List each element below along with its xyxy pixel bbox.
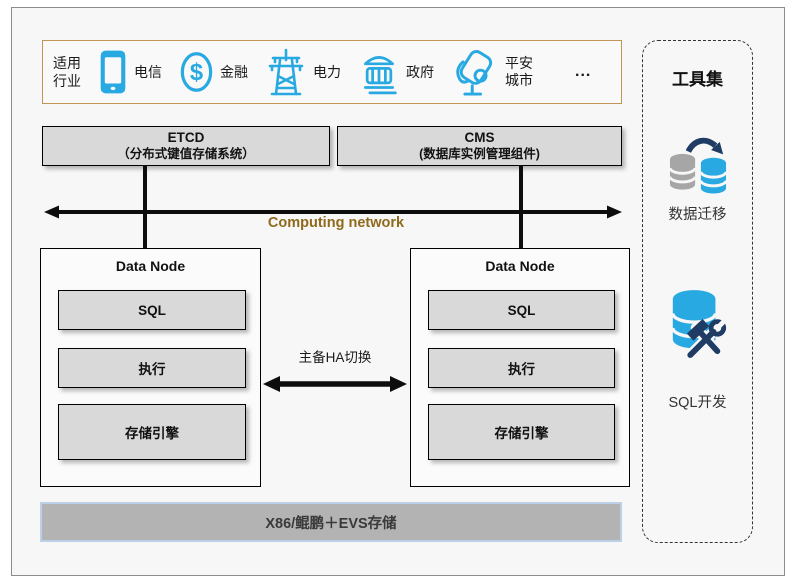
- infrastructure-bar: X86/鲲鹏＋EVS存储: [40, 502, 622, 542]
- cctv-camera-icon: [456, 50, 493, 96]
- hammer-wrench-icon: [684, 318, 727, 361]
- industry-more-ellipsis: ...: [575, 63, 592, 80]
- cms-connector-line: [519, 165, 523, 250]
- industry-item-label: 政府: [406, 63, 434, 80]
- layer-sql: SQL: [428, 290, 615, 330]
- cms-title: CMS: [464, 129, 495, 145]
- gray-database-icon: [668, 153, 697, 190]
- phone-icon: [100, 50, 126, 94]
- industry-item-government: 政府: [359, 48, 434, 96]
- layer-execution: 执行: [58, 348, 246, 388]
- power-tower-icon: [268, 48, 304, 96]
- etcd-connector-line: [143, 165, 147, 250]
- tool-label-migration: 数据迁移: [668, 207, 727, 223]
- toolset-title: 工具集: [672, 70, 723, 89]
- dollar-coin-icon: $: [180, 52, 213, 92]
- layer-storage-engine: 存储引擎: [58, 404, 246, 460]
- layer-storage-engine: 存储引擎: [428, 404, 615, 460]
- industry-label-line1: 适用: [53, 54, 81, 71]
- industry-item-label: 平安城市: [505, 55, 533, 88]
- tool-label-sqldev: SQL开发: [668, 395, 727, 411]
- computing-network-arrow: [44, 205, 622, 219]
- toolset-panel: 工具集: [642, 40, 753, 543]
- data-migration-icon: [643, 137, 752, 195]
- industry-item-power: 电力: [266, 48, 341, 96]
- migration-arrow: [685, 137, 723, 155]
- data-node-title: Data Node: [115, 258, 186, 274]
- ha-switch-arrow: [263, 376, 407, 392]
- data-node-left: Data Node SQL 执行 存储引擎: [40, 248, 261, 487]
- industry-item-telecom: 电信: [99, 49, 162, 95]
- layer-sql: SQL: [58, 290, 246, 330]
- computing-network-label: Computing network: [267, 215, 405, 231]
- industry-label-line2: 行业: [53, 73, 81, 89]
- government-building-icon: [364, 56, 397, 95]
- industry-item-label: 电力: [313, 63, 341, 80]
- industry-item-label: 电信: [134, 63, 162, 80]
- infrastructure-label: X86/鲲鹏＋EVS存储: [265, 515, 397, 532]
- etcd-subtitle: （分布式键值存储系统）: [117, 146, 255, 161]
- ha-switch-label: 主备HA切换: [298, 350, 372, 365]
- industry-item-label: 金融: [220, 63, 248, 80]
- sql-development-icon: [643, 287, 752, 363]
- data-node-title: Data Node: [485, 258, 555, 274]
- industry-strip-label: 适用行业: [53, 54, 81, 90]
- industry-item-safe-city: 平安城市: [452, 47, 537, 97]
- cms-box: CMS (数据库实例管理组件): [337, 126, 622, 166]
- industry-item-finance: $ 金融: [180, 51, 248, 93]
- data-node-right: Data Node SQL 执行 存储引擎: [410, 248, 630, 487]
- etcd-box: ETCD （分布式键值存储系统）: [42, 126, 330, 166]
- industry-strip: 适用行业 电信 $ 金融: [42, 40, 622, 104]
- layer-execution: 执行: [428, 348, 615, 388]
- etcd-title: ETCD: [167, 129, 205, 145]
- blue-database-icon: [698, 157, 727, 194]
- svg-text:$: $: [190, 60, 203, 86]
- cms-subtitle: (数据库实例管理组件): [419, 146, 540, 161]
